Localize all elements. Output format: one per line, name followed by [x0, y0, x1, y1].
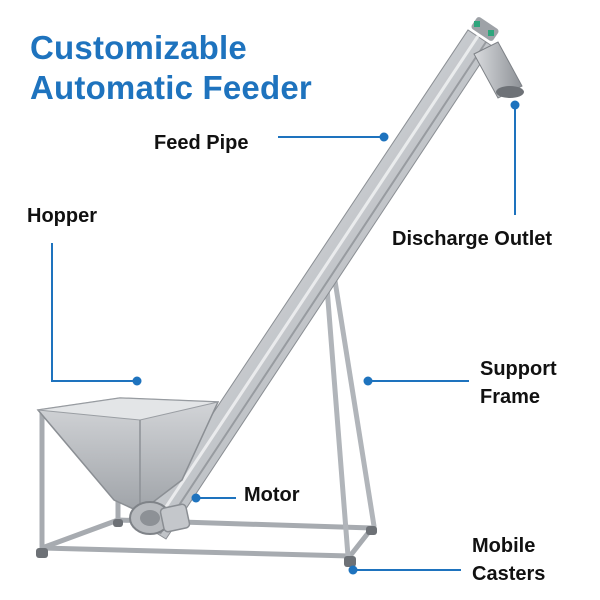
discharge-outlet-chute [473, 41, 524, 99]
caster-wheels [36, 519, 377, 567]
diagram-title: Customizable Automatic Feeder [30, 28, 312, 108]
label-discharge-outlet: Discharge Outlet [392, 228, 553, 250]
motor-callout-dot [191, 493, 201, 503]
label-motor: Motor [244, 484, 300, 506]
title-line-1: Customizable [30, 29, 247, 66]
support-frame-callout-dot [363, 376, 373, 386]
label-feed-pipe: Feed Pipe [154, 132, 249, 154]
label-casters: Casters [472, 563, 546, 585]
mobile-casters-callout-dot [348, 565, 358, 575]
label-hopper: Hopper [27, 205, 97, 227]
title-line-2: Automatic Feeder [30, 69, 312, 106]
discharge-outlet-callout-dot [510, 100, 520, 110]
pipe-top-cap [471, 17, 499, 41]
hopper-callout-dot [132, 376, 142, 386]
motor-housing [129, 501, 191, 535]
label-mobile: Mobile [472, 535, 536, 557]
support-frame [320, 259, 377, 559]
label-support: Support [480, 358, 557, 380]
feed-pipe-callout-dot [379, 132, 389, 142]
label-frame: Frame [480, 386, 541, 408]
callout-dots [132, 100, 520, 575]
callout-lines [51, 105, 516, 571]
hopper-body [36, 397, 220, 513]
